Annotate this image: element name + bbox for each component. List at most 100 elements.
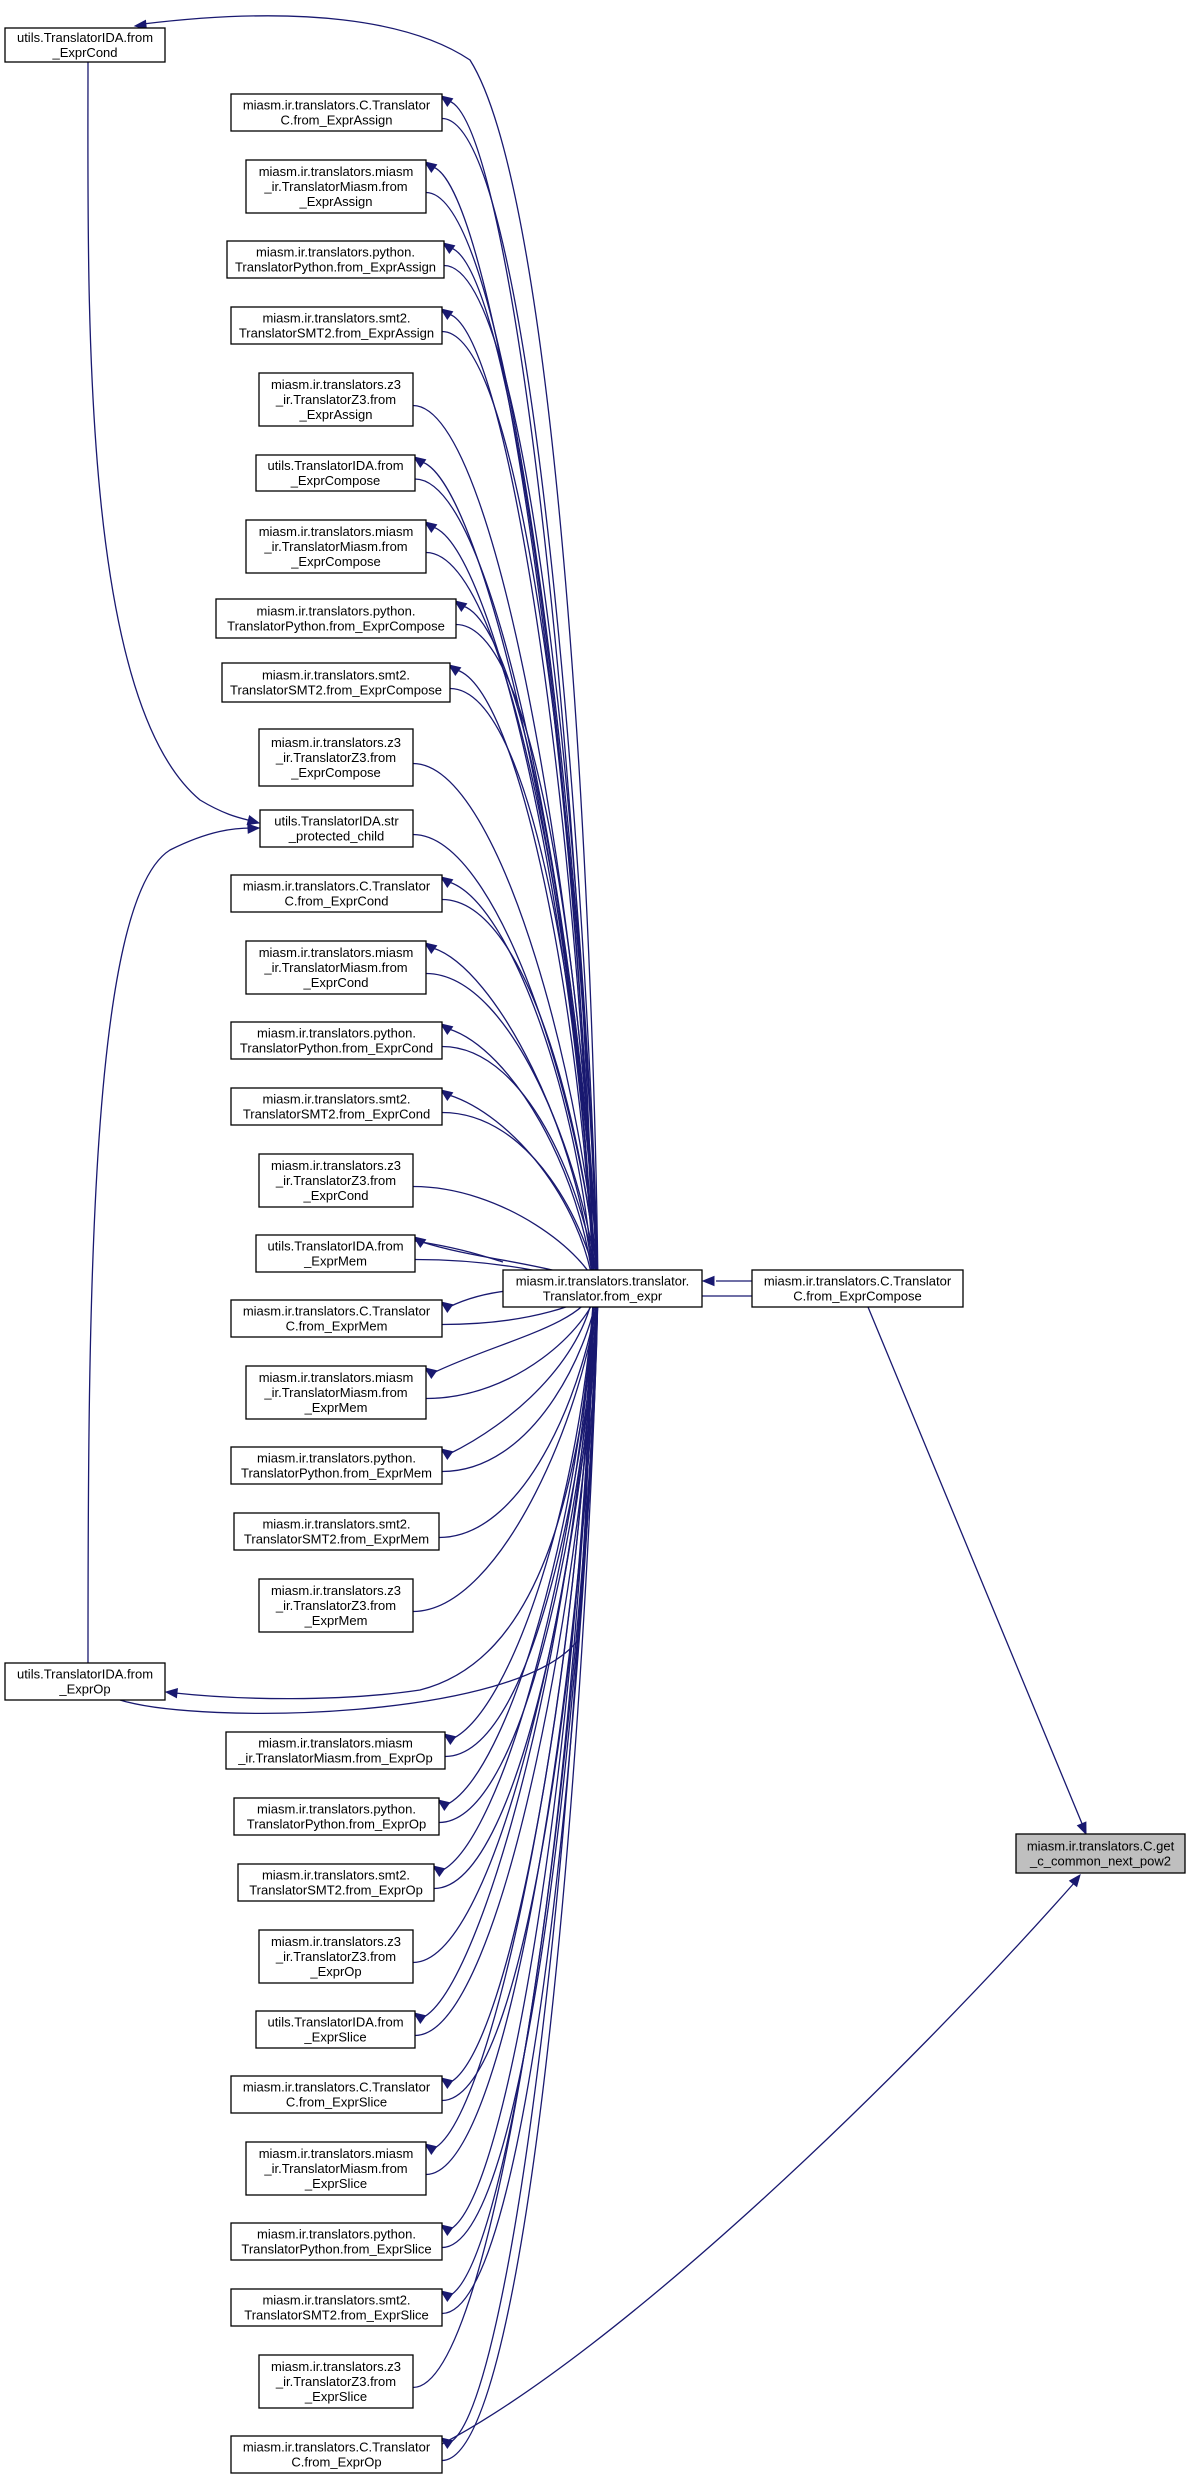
node-cond-ida[interactable]: utils.TranslatorIDA.from_ExprCond: [4, 27, 166, 63]
node-assign-python[interactable]: miasm.ir.translators.python.TranslatorPy…: [226, 240, 445, 279]
arrowhead-n-slice-c: [439, 2077, 454, 2089]
edge-from-expr-to-n-cond-c: [448, 881, 595, 1291]
node-assign-miasm[interactable]: miasm.ir.translators.miasm_ir.Translator…: [245, 159, 427, 214]
node-label-line: miasm.ir.translators.smt2.: [262, 311, 410, 326]
edge-ida-op-to-str-protected: [87, 827, 253, 1664]
node-label-line: utils.TranslatorIDA.from: [267, 1239, 403, 1254]
node-mem-z3[interactable]: miasm.ir.translators.z3_ir.TranslatorZ3.…: [258, 1578, 414, 1633]
node-box: [751, 1269, 964, 1308]
edge-from-expr-to-n-compose-smt2: [456, 669, 595, 1291]
node-label: miasm.ir.translators.smt2.TranslatorSMT2…: [244, 1517, 429, 1547]
node-box: [230, 2288, 443, 2327]
node-label-line: miasm.ir.translators.C.Translator: [243, 2440, 431, 2455]
node-label: miasm.ir.translators.python.TranslatorPy…: [241, 1451, 432, 1481]
node-label-line: _ExprCompose: [290, 473, 381, 488]
edge-from-expr-to-n-slice-python: [448, 1289, 595, 2231]
node-op-ida[interactable]: utils.TranslatorIDA.from_ExprOp: [4, 1662, 166, 1701]
node-box: [230, 2075, 443, 2114]
arrowhead-n-op-python: [436, 1799, 451, 1811]
node-label-line: utils.TranslatorIDA.from: [17, 1667, 153, 1682]
edge-op-c-to-target: [441, 1881, 1076, 2445]
arrowhead-n-cond-miasm: [423, 942, 438, 954]
node-label: miasm.ir.translators.z3_ir.TranslatorZ3.…: [271, 1583, 401, 1628]
node-label-line: miasm.ir.translators.C.Translator: [764, 1274, 952, 1289]
node-op-z3[interactable]: miasm.ir.translators.z3_ir.TranslatorZ3.…: [258, 1929, 414, 1984]
edge-from-expr-to-n-op-miasm: [451, 1289, 595, 1740]
node-label-line: TranslatorPython.from_ExprSlice: [241, 2242, 431, 2257]
edge-from-expr-to-n-cond-smt2: [448, 1094, 595, 1291]
node-mem-smt2[interactable]: miasm.ir.translators.smt2.TranslatorSMT2…: [233, 1512, 440, 1551]
node-compose-ida[interactable]: utils.TranslatorIDA.from_ExprCompose: [255, 454, 416, 492]
node-assign-z3[interactable]: miasm.ir.translators.z3_ir.TranslatorZ3.…: [258, 372, 414, 427]
node-label-line: Translator.from_expr: [543, 1289, 663, 1304]
node-op-python[interactable]: miasm.ir.translators.python.TranslatorPy…: [233, 1797, 440, 1836]
arrowhead-n-compose-ida: [412, 456, 427, 468]
arrowhead-n-slice-ida: [412, 2012, 427, 2024]
node-label-line: TranslatorSMT2.from_ExprOp: [249, 1883, 423, 1898]
node-label-line: miasm.ir.translators.z3: [271, 1934, 401, 1949]
node-cond-z3[interactable]: miasm.ir.translators.z3_ir.TranslatorZ3.…: [258, 1153, 414, 1208]
node-box: [4, 27, 166, 63]
node-target[interactable]: miasm.ir.translators.C.get_c_common_next…: [1015, 1833, 1186, 1874]
node-label-line: TranslatorPython.from_ExprMem: [241, 1466, 432, 1481]
arrowhead-n-assign-smt2: [439, 308, 454, 320]
edge-n-compose-smt2-to-from-expr: [449, 687, 599, 1291]
node-label-line: miasm.ir.translators.z3: [271, 377, 401, 392]
node-label-line: miasm.ir.translators.smt2.: [262, 668, 410, 683]
node-label-line: _ExprOp: [58, 1682, 110, 1697]
node-label-line: miasm.ir.translators.translator.: [516, 1274, 689, 1289]
node-label-line: utils.TranslatorIDA.from: [267, 458, 403, 473]
edge-from-expr-to-n-assign-miasm: [432, 166, 595, 1291]
node-label-line: C.from_ExprSlice: [286, 2095, 387, 2110]
arrowhead-str-protected-from-cond: [246, 815, 261, 826]
node-box: [233, 1797, 440, 1836]
node-box: [230, 1299, 443, 1338]
node-op-smt2[interactable]: miasm.ir.translators.smt2.TranslatorSMT2…: [237, 1863, 435, 1902]
node-slice-ida[interactable]: utils.TranslatorIDA.from_ExprSlice: [255, 2010, 416, 2049]
node-slice-miasm[interactable]: miasm.ir.translators.miasm_ir.Translator…: [245, 2141, 427, 2196]
node-mem-miasm[interactable]: miasm.ir.translators.miasm_ir.Translator…: [245, 1365, 427, 1420]
node-label-line: miasm.ir.translators.miasm: [259, 164, 414, 179]
node-label-line: utils.TranslatorIDA.from: [17, 30, 153, 45]
node-slice-python[interactable]: miasm.ir.translators.python.TranslatorPy…: [230, 2222, 443, 2261]
node-op-miasm[interactable]: miasm.ir.translators.miasm_ir.Translator…: [225, 1731, 446, 1770]
node-slice-z3[interactable]: miasm.ir.translators.z3_ir.TranslatorZ3.…: [258, 2354, 414, 2409]
node-cond-smt2[interactable]: miasm.ir.translators.smt2.TranslatorSMT2…: [230, 1087, 443, 1126]
node-compose-smt2[interactable]: miasm.ir.translators.smt2.TranslatorSMT2…: [221, 662, 451, 703]
edge-ida-mem-to-from-expr: [414, 1240, 504, 1263]
node-box: [245, 159, 427, 214]
node-slice-smt2[interactable]: miasm.ir.translators.smt2.TranslatorSMT2…: [230, 2288, 443, 2327]
node-cond-miasm[interactable]: miasm.ir.translators.miasm_ir.Translator…: [245, 940, 427, 995]
node-cond-python[interactable]: miasm.ir.translators.python.TranslatorPy…: [230, 1021, 443, 1060]
node-box: [255, 2010, 416, 2049]
node-str-protected[interactable]: utils.TranslatorIDA.str_protected_child: [259, 809, 414, 848]
node-mem-ida[interactable]: utils.TranslatorIDA.from_ExprMem: [255, 1234, 416, 1273]
node-compose-z3[interactable]: miasm.ir.translators.z3_ir.TranslatorZ3.…: [258, 728, 414, 787]
node-mem-python[interactable]: miasm.ir.translators.python.TranslatorPy…: [230, 1446, 443, 1485]
edge-ida-op-to-from-expr: [119, 1289, 599, 1714]
node-from-expr[interactable]: miasm.ir.translators.translator.Translat…: [502, 1269, 703, 1308]
arrowhead-n-slice-python: [439, 2224, 454, 2236]
edge-n-op-z3-to-from-expr: [412, 1289, 599, 1964]
node-label: miasm.ir.translators.C.get_c_common_next…: [1027, 1839, 1175, 1869]
node-compose-miasm[interactable]: miasm.ir.translators.miasm_ir.Translator…: [245, 519, 427, 574]
node-label: miasm.ir.translators.smt2.TranslatorSMT2…: [243, 1092, 430, 1122]
node-label-line: _ExprAssign: [299, 407, 373, 422]
node-box: [258, 372, 414, 427]
node-label-line: _ExprSlice: [304, 2389, 367, 2404]
node-label-line: miasm.ir.translators.C.get: [1027, 1839, 1175, 1854]
node-label-line: miasm.ir.translators.python.: [257, 1802, 416, 1817]
node-box: [259, 809, 414, 848]
arrowhead-n-compose-miasm: [423, 521, 438, 533]
edge-n-assign-c-to-from-expr: [441, 117, 599, 1291]
node-compose-python[interactable]: miasm.ir.translators.python.TranslatorPy…: [215, 598, 457, 639]
node-assign-smt2[interactable]: miasm.ir.translators.smt2.TranslatorSMT2…: [230, 306, 443, 345]
